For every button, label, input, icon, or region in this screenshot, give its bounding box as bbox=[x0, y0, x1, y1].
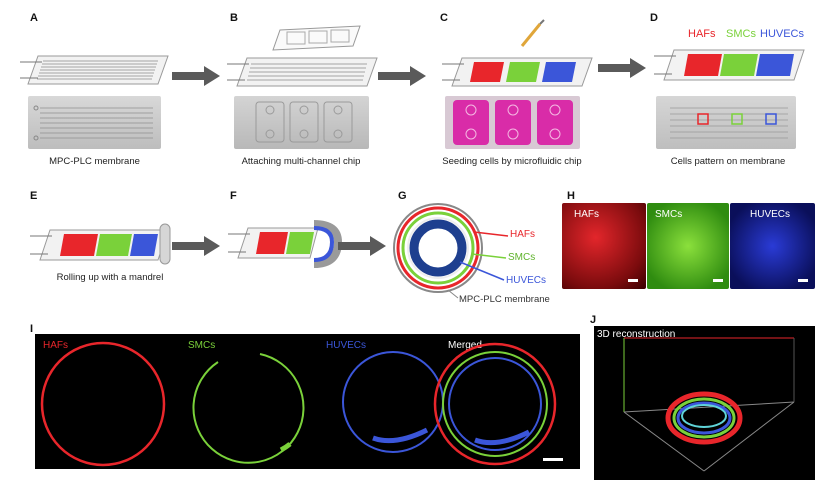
arrow-icon bbox=[338, 236, 386, 256]
panel-label-h: H bbox=[567, 190, 575, 202]
confocal-panel: HAFs SMCs HUVECs Merged bbox=[35, 334, 580, 469]
label-huvecs: HUVECs bbox=[760, 28, 805, 40]
huvec-micrograph: HUVECs bbox=[730, 203, 815, 289]
haf-micrograph: HAFs bbox=[562, 203, 646, 289]
g-label-smcs: SMCs bbox=[508, 252, 536, 263]
caption-b: Attaching multi-channel chip bbox=[241, 156, 361, 167]
chip-photo bbox=[234, 96, 369, 149]
seeding-illustration bbox=[442, 19, 593, 87]
scale-bar bbox=[713, 279, 723, 282]
panel-label-f: F bbox=[230, 190, 237, 202]
caption-a: MPC-PLC membrane bbox=[49, 156, 140, 167]
panel-label-a: A bbox=[30, 12, 38, 24]
i-label-huvecs: HUVECs bbox=[326, 340, 367, 351]
label-hafs: HAFs bbox=[688, 28, 716, 40]
caption-d: Cells pattern on membrane bbox=[670, 156, 786, 167]
rolling-illustration bbox=[228, 220, 343, 268]
scale-bar bbox=[798, 279, 808, 282]
membrane-3d-illustration bbox=[20, 55, 169, 85]
h-label-smcs: SMCs bbox=[655, 209, 683, 220]
chip-attach-illustration bbox=[227, 25, 378, 87]
i-label-merged: Merged bbox=[448, 340, 482, 351]
caption-c: Seeding cells by microfluidic chip bbox=[442, 156, 582, 167]
scale-bar bbox=[628, 279, 638, 282]
label-smcs: SMCs bbox=[726, 28, 756, 40]
arrow-icon bbox=[598, 58, 646, 78]
pattern-illustration bbox=[654, 49, 805, 81]
g-label-hafs: HAFs bbox=[510, 229, 535, 240]
mandrel-illustration bbox=[30, 223, 171, 265]
panel-label-b: B bbox=[230, 12, 238, 24]
membrane-photo bbox=[28, 96, 161, 149]
arrow-icon bbox=[172, 236, 220, 256]
g-label-membrane: MPC-PLC membrane bbox=[459, 294, 550, 305]
i-label-smcs: SMCs bbox=[188, 340, 216, 351]
pattern-photo bbox=[656, 96, 796, 149]
panel-label-i: I bbox=[30, 323, 34, 335]
scale-bar bbox=[543, 458, 563, 461]
arrow-icon bbox=[378, 66, 426, 86]
panel-label-e: E bbox=[30, 190, 38, 202]
h-label-hafs: HAFs bbox=[574, 209, 599, 220]
i-label-hafs: HAFs bbox=[43, 340, 68, 351]
h-label-huvecs: HUVECs bbox=[750, 209, 791, 220]
panel-label-j: J bbox=[590, 314, 597, 326]
j-label: 3D reconstruction bbox=[597, 329, 676, 340]
caption-e: Rolling up with a mandrel bbox=[56, 272, 164, 283]
panel-label-g: G bbox=[398, 190, 407, 202]
arrow-icon bbox=[172, 66, 220, 86]
smc-micrograph: SMCs bbox=[647, 203, 729, 289]
reconstruction-3d bbox=[623, 337, 795, 472]
tube-cross-section bbox=[393, 203, 509, 299]
panel-label-c: C bbox=[440, 12, 448, 24]
g-label-huvecs: HUVECs bbox=[506, 275, 547, 286]
panel-label-d: D bbox=[650, 12, 658, 24]
seeding-photo bbox=[445, 96, 580, 149]
reconstruction-panel: 3D reconstruction bbox=[594, 326, 815, 480]
confocal-rings bbox=[40, 341, 557, 467]
